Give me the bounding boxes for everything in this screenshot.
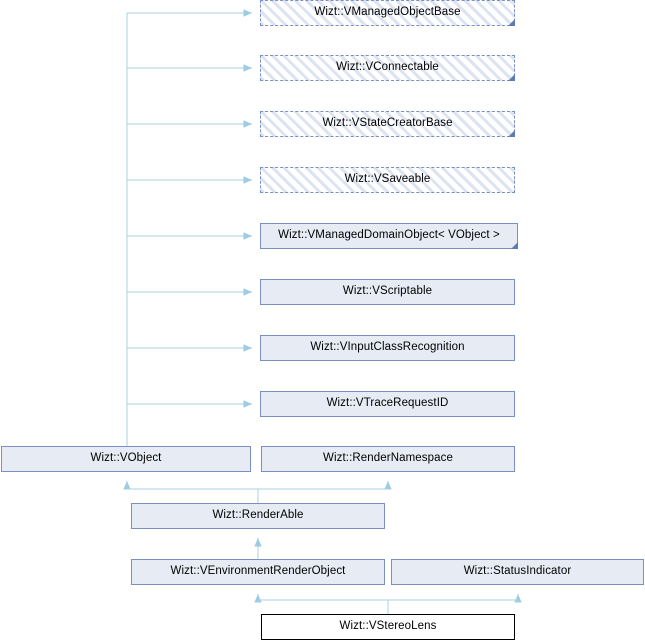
class-node-statusindicator[interactable]: Wizt::StatusIndicator xyxy=(391,559,644,585)
class-node-vstatecreatorbase[interactable]: Wizt::VStateCreatorBase xyxy=(260,111,515,137)
class-node-rendernamespace[interactable]: Wizt::RenderNamespace xyxy=(261,446,515,472)
class-node-label: Wizt::VInputClassRecognition xyxy=(310,341,465,354)
corner-marker-icon xyxy=(511,242,518,249)
class-node-label: Wizt::VObject xyxy=(90,452,162,465)
class-node-vscriptable[interactable]: Wizt::VScriptable xyxy=(260,279,515,305)
class-node-vinputclassrecognition[interactable]: Wizt::VInputClassRecognition xyxy=(260,335,515,361)
class-node-label: Wizt::VConnectable xyxy=(336,61,439,74)
class-node-label: Wizt::VStereoLens xyxy=(339,620,437,633)
class-node-vmanageddomainobject[interactable]: Wizt::VManagedDomainObject< VObject > xyxy=(260,223,518,249)
class-node-label: Wizt::VSaveable xyxy=(344,173,431,186)
class-node-label: Wizt::RenderNamespace xyxy=(323,452,453,465)
class-node-renderable[interactable]: Wizt::RenderAble xyxy=(131,503,385,529)
class-node-vconnectable[interactable]: Wizt::VConnectable xyxy=(260,55,515,81)
class-node-label: Wizt::VTraceRequestID xyxy=(326,397,449,410)
corner-marker-icon xyxy=(508,19,515,26)
class-node-label: Wizt::VManagedDomainObject< VObject > xyxy=(278,229,500,242)
class-node-vstereolens[interactable]: Wizt::VStereoLens xyxy=(261,614,515,640)
class-node-vsaveable[interactable]: Wizt::VSaveable xyxy=(260,167,515,193)
class-node-vobject[interactable]: Wizt::VObject xyxy=(1,446,251,472)
class-node-venvironmentrenderobject[interactable]: Wizt::VEnvironmentRenderObject xyxy=(131,559,385,585)
class-node-label: Wizt::VManagedObjectBase xyxy=(314,6,461,19)
class-node-label: Wizt::VScriptable xyxy=(342,285,433,298)
class-node-label: Wizt::StatusIndicator xyxy=(463,565,572,578)
corner-marker-icon xyxy=(508,130,515,137)
class-node-label: Wizt::VStateCreatorBase xyxy=(322,117,453,130)
class-node-label: Wizt::RenderAble xyxy=(212,509,304,522)
class-node-vmanagedobjectbase[interactable]: Wizt::VManagedObjectBase xyxy=(260,0,515,26)
corner-marker-icon xyxy=(508,74,515,81)
class-node-vtracerequestid[interactable]: Wizt::VTraceRequestID xyxy=(260,391,515,417)
class-node-label: Wizt::VEnvironmentRenderObject xyxy=(170,565,346,578)
